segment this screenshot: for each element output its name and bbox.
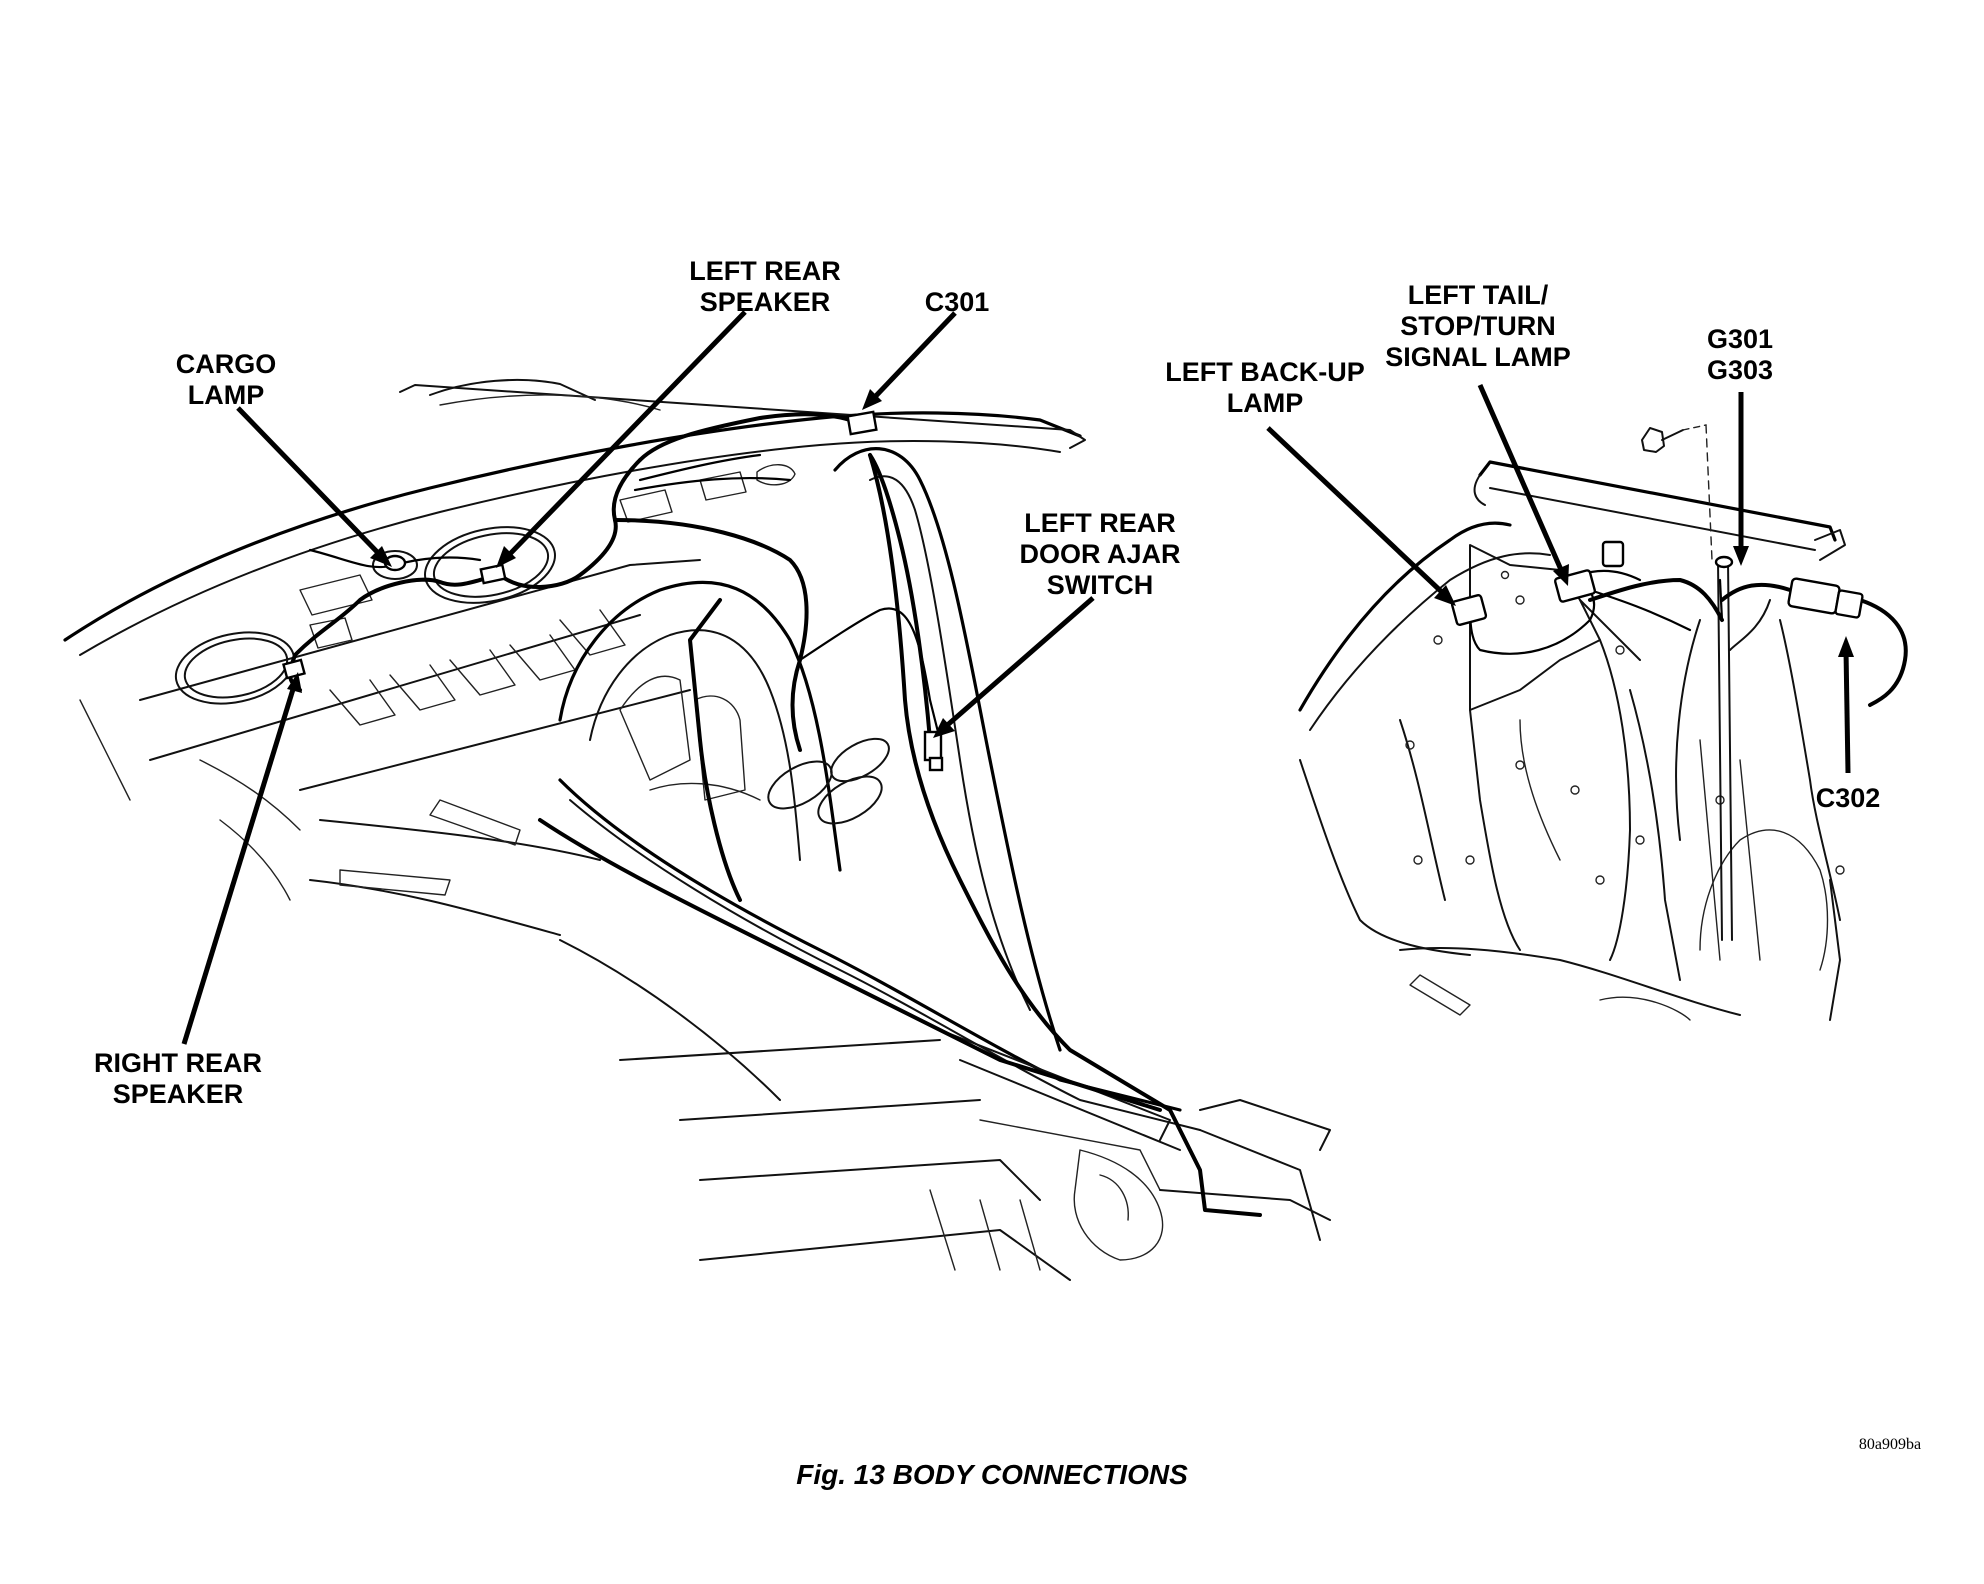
label-c301: C301 [925, 287, 990, 318]
label-line: SWITCH [1046, 570, 1154, 600]
label-line: C301 [924, 287, 990, 317]
left-back-up-lamp-leader [1266, 426, 1448, 598]
label-cargo-lamp: CARGO LAMP [176, 349, 277, 411]
label-line: STOP/TURN [1400, 311, 1556, 341]
label-line: LAMP [1226, 388, 1304, 418]
label-line: SPEAKER [699, 287, 831, 317]
label-line: G303 [1706, 355, 1774, 385]
left-rear-speaker-leader [504, 310, 747, 560]
door-ajar-switch-arrowhead [933, 718, 955, 738]
left-tail-lamp-leader [1477, 383, 1565, 574]
label-left-rear-door-ajar-switch: LEFT REAR DOOR AJAR SWITCH [1019, 508, 1180, 601]
right-view-wiring-harness [1468, 569, 1908, 707]
label-line: LAMP [187, 380, 265, 410]
label-line: G301 [1706, 324, 1774, 354]
c302-arrowhead [1838, 636, 1854, 657]
label-c302: C302 [1816, 783, 1881, 814]
left-view-leader-lines [181, 310, 1095, 1045]
right-view-body-structure [1298, 424, 1846, 1021]
label-line: DOOR AJAR [1019, 539, 1181, 569]
label-line: CARGO [175, 349, 277, 379]
cargo-lamp-arrowhead [370, 546, 392, 567]
left-view-wiring-harness [288, 412, 1262, 1217]
label-line: LEFT REAR [1024, 508, 1176, 538]
left-view-body-structure [63, 378, 1331, 1281]
figure-caption: Fig. 13 BODY CONNECTIONS [796, 1459, 1188, 1490]
left-rear-speaker-arrowhead [496, 546, 516, 568]
door-ajar-switch-leader [942, 596, 1095, 730]
right-rear-speaker-leader [181, 685, 297, 1045]
label-g301-g303: G301 G303 [1707, 324, 1773, 386]
cargo-lamp-leader [236, 406, 385, 560]
left-back-up-lamp-arrowhead [1434, 585, 1456, 606]
label-line: RIGHT REAR [94, 1048, 262, 1078]
right-view-leader-lines [1266, 383, 1854, 774]
label-left-tail-stop-turn-signal-lamp: LEFT TAIL/ STOP/TURN SIGNAL LAMP [1385, 280, 1571, 373]
label-left-rear-speaker: LEFT REAR SPEAKER [689, 256, 841, 318]
label-line: LEFT BACK-UP [1165, 357, 1365, 387]
c302-leader [1843, 649, 1851, 774]
left-tail-lamp-arrowhead [1553, 564, 1569, 586]
label-line: SIGNAL LAMP [1385, 342, 1571, 372]
c301-leader [870, 311, 957, 402]
right-rear-speaker-arrowhead [287, 672, 302, 693]
left-view-connectors [282, 410, 944, 772]
label-line: LEFT REAR [689, 256, 841, 286]
label-line: C302 [1815, 783, 1881, 813]
drawing-code: 80a909ba [1858, 1436, 1922, 1453]
label-right-rear-speaker: RIGHT REAR SPEAKER [94, 1048, 262, 1110]
label-line: SPEAKER [112, 1079, 244, 1109]
g301-g303-arrowhead [1733, 546, 1749, 566]
label-line: LEFT TAIL/ [1407, 280, 1549, 310]
c301-arrowhead [862, 389, 882, 410]
label-left-back-up-lamp: LEFT BACK-UP LAMP [1165, 357, 1364, 419]
